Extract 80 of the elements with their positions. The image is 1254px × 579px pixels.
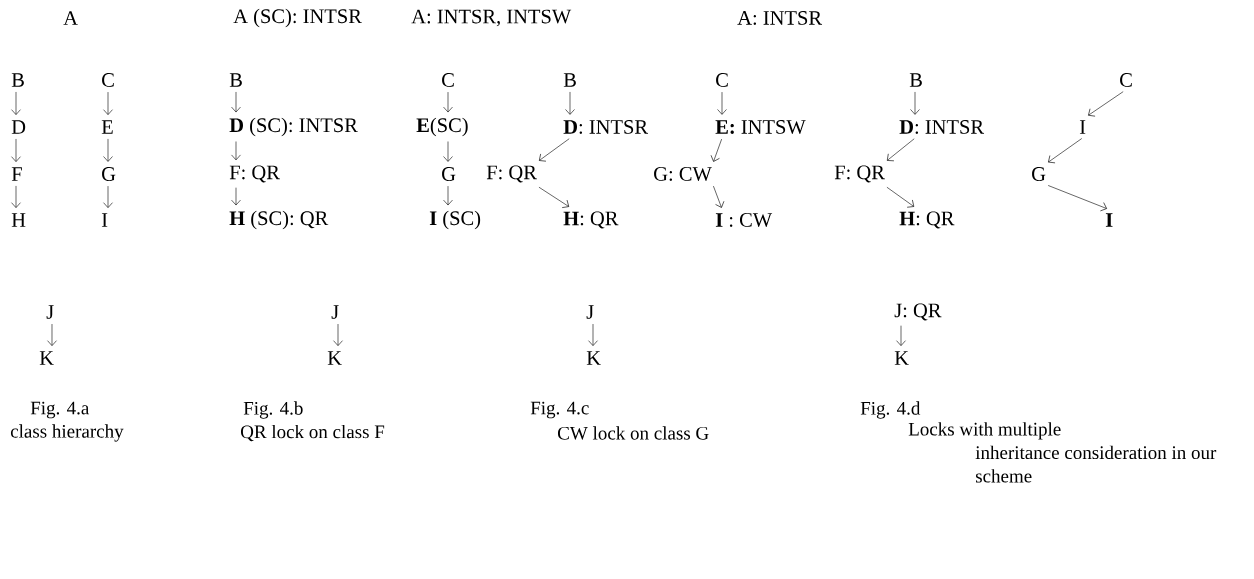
- arrow: [886, 138, 915, 162]
- arrow: [1048, 138, 1083, 164]
- figure-caption: CW lock on class G: [558, 426, 709, 440]
- arrow: [11, 91, 21, 115]
- class-label: I: [1079, 120, 1086, 134]
- class-label: K: [39, 351, 54, 365]
- class-label: F: QR: [229, 165, 280, 183]
- arrow: [713, 185, 725, 208]
- arrow: [231, 91, 241, 113]
- class-label: B: [563, 73, 576, 87]
- class-label: F: QR: [834, 165, 885, 183]
- class-label: D: INTSR: [899, 120, 985, 134]
- class-label: D (SC): INTSR: [229, 117, 358, 137]
- arrow: [103, 91, 113, 115]
- class-label: E(SC): [416, 117, 468, 137]
- figure-caption: Fig. 4.c: [530, 401, 589, 419]
- class-label: D: INTSR: [563, 120, 649, 134]
- arrow: [47, 323, 57, 346]
- arrow: [538, 138, 570, 162]
- class-label: G: [442, 167, 456, 181]
- class-label: B: [229, 73, 242, 87]
- arrow: [910, 91, 920, 115]
- class-label: C: [102, 73, 114, 87]
- class-label: C: [442, 73, 454, 87]
- figure-caption: Fig. 4.a: [30, 401, 90, 419]
- arrow: [231, 187, 241, 206]
- arrow: [11, 138, 21, 162]
- class-label: K: [327, 351, 342, 365]
- class-label: J: QR: [894, 303, 942, 321]
- class-label: H: QR: [563, 211, 619, 229]
- arrow: [717, 91, 727, 115]
- class-label: B: [909, 73, 922, 87]
- figure-caption: Locks with multiple inheritance consideration in our scheme: [908, 422, 1217, 483]
- class-label: A (SC): INTSR: [233, 8, 362, 28]
- class-label: J: [586, 305, 594, 319]
- figure-caption: class hierarchy: [10, 424, 124, 442]
- arrow: [1047, 185, 1107, 212]
- arrow: [1088, 91, 1124, 117]
- class-label: J: [46, 305, 54, 319]
- class-label: H: QR: [899, 211, 955, 229]
- class-label: H: [11, 213, 26, 227]
- arrow: [443, 91, 453, 113]
- arrow: [886, 186, 915, 208]
- class-label: I: [101, 213, 108, 227]
- class-label: C: [1120, 73, 1132, 87]
- arrow: [11, 185, 21, 208]
- class-label: G: [1032, 167, 1046, 181]
- arrow: [588, 323, 598, 346]
- class-label: C: [716, 73, 728, 87]
- class-label: I: [1105, 213, 1113, 227]
- class-label: E: [101, 120, 113, 134]
- class-label: G: [102, 167, 116, 181]
- figure-caption: Fig. 4.d: [860, 401, 921, 419]
- class-label: F: [11, 167, 22, 181]
- class-label: G: CW: [654, 167, 712, 181]
- figure-caption: Fig. 4.b: [243, 401, 303, 419]
- class-label: I (SC): [429, 210, 481, 230]
- figure-caption: QR lock on class F: [241, 424, 385, 442]
- arrow: [538, 186, 570, 208]
- class-label: D: [11, 120, 26, 134]
- arrow: [896, 325, 906, 346]
- arrow: [565, 91, 575, 115]
- arrow: [231, 141, 241, 161]
- class-label: E: INTSW: [715, 120, 806, 134]
- class-label: I : CW: [715, 213, 773, 227]
- class-label: A: INTSR: [737, 11, 823, 25]
- class-label: F: QR: [486, 165, 537, 183]
- class-label: H (SC): QR: [229, 210, 329, 230]
- arrow: [443, 185, 453, 206]
- class-label: A: INTSR, INTSW: [411, 9, 572, 27]
- arrow: [443, 141, 453, 162]
- class-label: A: [63, 11, 78, 25]
- arrow: [103, 185, 113, 208]
- arrow: [710, 138, 722, 162]
- arrow: [103, 138, 113, 162]
- class-label: B: [11, 73, 24, 87]
- arrow: [333, 323, 343, 346]
- class-label: J: [331, 305, 339, 319]
- class-label: K: [586, 351, 601, 365]
- class-label: K: [894, 351, 909, 365]
